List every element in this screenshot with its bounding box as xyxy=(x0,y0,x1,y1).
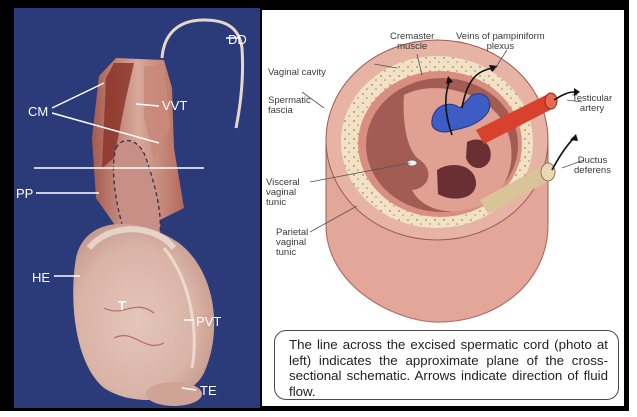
tail-of-epididymis xyxy=(146,382,202,406)
label-t: T xyxy=(118,298,126,313)
flow-arrow-artery xyxy=(554,92,574,100)
label-te: TE xyxy=(200,383,217,398)
label-pp: PP xyxy=(16,186,33,201)
label-dd: DD xyxy=(228,32,247,47)
label-cm: CM xyxy=(28,104,48,119)
label-vaginal-cavity: Vaginal cavity xyxy=(268,68,326,78)
label-pvt: PVT xyxy=(196,314,221,329)
figure-caption: The line across the excised spermatic co… xyxy=(274,330,619,400)
label-vvt: VVT xyxy=(162,98,187,113)
specimen-illustration xyxy=(14,8,260,408)
label-he: HE xyxy=(32,270,50,285)
specimen-photo: DD CM VVT PP HE T PVT TE xyxy=(14,8,260,408)
